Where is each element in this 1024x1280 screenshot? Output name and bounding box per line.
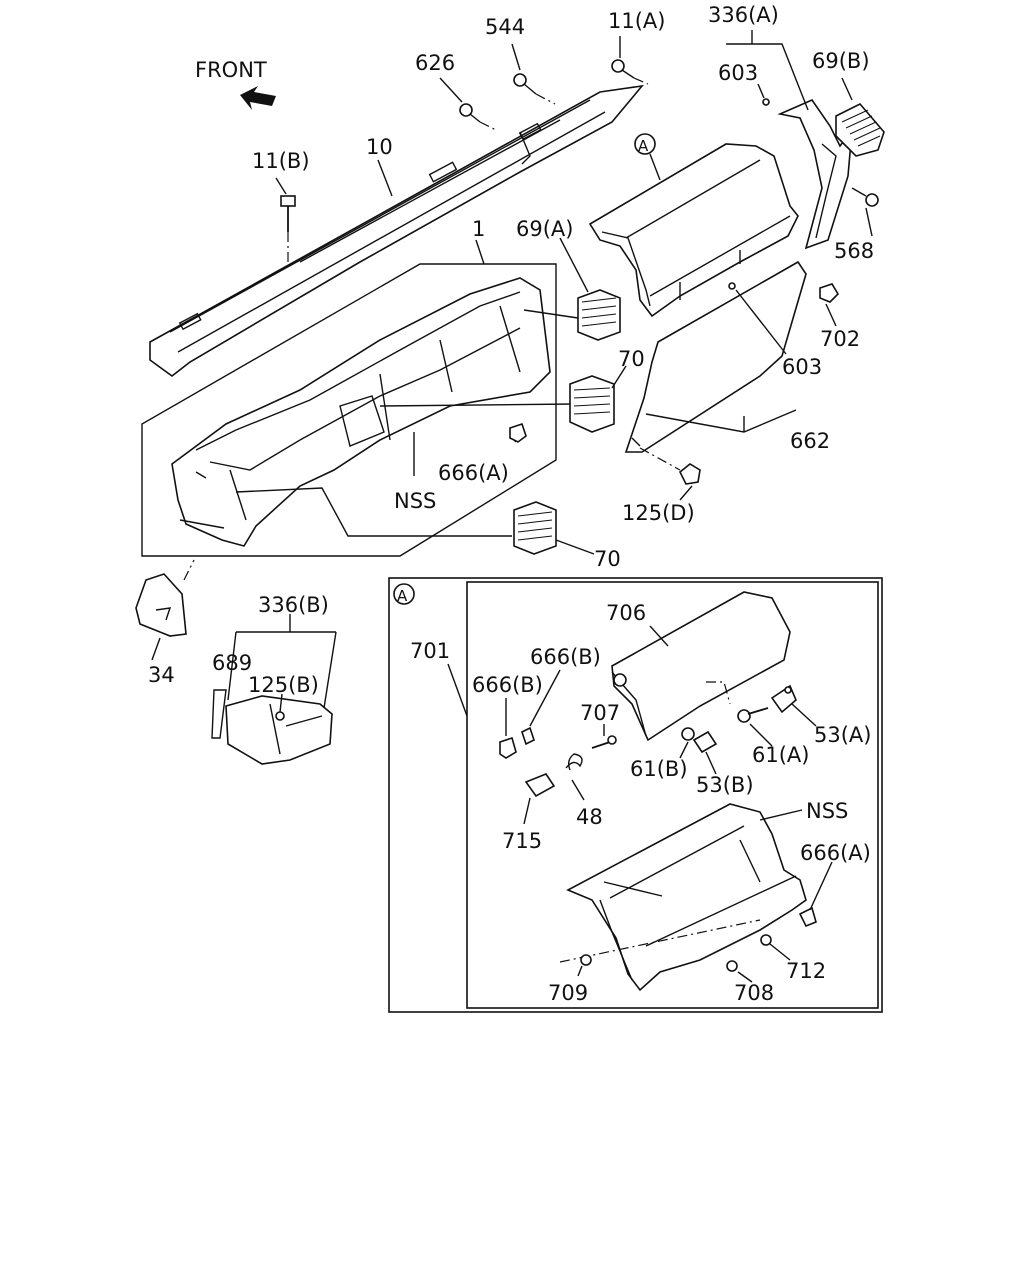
label-53b: 53(B) [696,773,754,797]
label-336a: 336(A) [708,3,779,27]
clip-666a-top-icon [509,422,527,443]
label-689: 689 [212,651,252,675]
label-662: 662 [790,429,830,453]
label-707: 707 [580,701,620,725]
label-70-top: 70 [618,347,645,371]
label-666b-2: 666(B) [472,673,543,697]
seal-689-icon [211,689,227,739]
label-nss-bottom: NSS [806,799,848,823]
label-666a-bottom: 666(A) [800,841,871,865]
callout-a-box-circle [393,583,415,605]
glove-box-door-662 [624,260,807,453]
label-702: 702 [820,327,860,351]
pin-707-icon [591,735,617,749]
label-666b-1: 666(B) [530,645,601,669]
label-61a: 61(A) [752,743,809,767]
label-666a-top: 666(A) [438,461,509,485]
clip-666b-left-icon [499,736,517,759]
label-125d: 125(D) [622,501,695,525]
glove-lid-706 [611,591,791,742]
latch-53a-icon [770,684,797,714]
clip-666b-right-icon [521,726,535,746]
label-603-mid: 603 [782,355,822,379]
label-708: 708 [734,981,774,1005]
clip-666a-bottom-icon [798,906,817,928]
nut-702-icon [819,283,840,303]
screw-709-icon [580,954,592,966]
vent-70-top-icon [569,375,615,433]
knee-cover-34 [135,573,187,637]
front-label: FRONT [195,58,267,82]
clip-603-mid-icon [728,282,736,290]
glove-box-assembly [588,143,799,318]
callout-a-top: A [638,137,649,155]
dashboard-main-1 [171,277,551,547]
label-1: 1 [472,217,485,241]
label-nss-top: NSS [394,489,436,513]
screw-712-icon [760,934,772,946]
label-34: 34 [148,663,175,687]
front-arrow-icon [240,86,276,110]
screw-708-icon [726,960,738,972]
detail-box-outer [388,577,883,1013]
callout-a-box: A [397,587,408,605]
label-336b: 336(B) [258,593,329,617]
label-61b: 61(B) [630,757,688,781]
upper-trim-panel [149,84,644,378]
screw-11a-icon [611,59,649,85]
label-709: 709 [548,981,588,1005]
label-568: 568 [834,239,874,263]
screw-61a-icon [737,707,769,723]
screw-626-icon [459,103,497,131]
label-603-top: 603 [718,61,758,85]
glove-box-housing [559,803,807,992]
screw-568-icon [851,187,879,207]
clip-603-top-icon [762,98,770,106]
label-53a: 53(A) [814,723,871,747]
label-69b: 69(B) [812,49,870,73]
vent-69b-icon [835,103,885,157]
callout-a-top-circle [634,133,656,155]
label-48: 48 [576,805,603,829]
detail-box-inner [466,581,879,1009]
vent-70-bottom-icon [513,501,557,555]
label-701: 701 [410,639,450,663]
vent-69a-icon [577,289,621,341]
screw-544-icon [513,73,556,105]
label-715: 715 [502,829,542,853]
label-712: 712 [786,959,826,983]
label-125b: 125(B) [248,673,319,697]
label-10: 10 [366,135,393,159]
label-706: 706 [606,601,646,625]
plate-53b-icon [692,730,718,754]
label-11a: 11(A) [608,9,665,33]
screw-11b-icon [280,195,296,262]
lower-cover-336b [225,695,333,765]
grommet-125d-icon [678,463,701,485]
clip-125b-icon [275,711,285,721]
spring-48-icon [565,753,583,771]
label-626: 626 [415,51,455,75]
side-trim-336a [777,99,854,250]
label-11b: 11(B) [252,149,310,173]
dashboard-outline-box [141,239,557,557]
hinge-715-icon [524,773,556,798]
washer-61b-icon [681,727,695,741]
label-544: 544 [485,15,525,39]
label-69a: 69(A) [516,217,573,241]
label-70-bottom: 70 [594,547,621,571]
